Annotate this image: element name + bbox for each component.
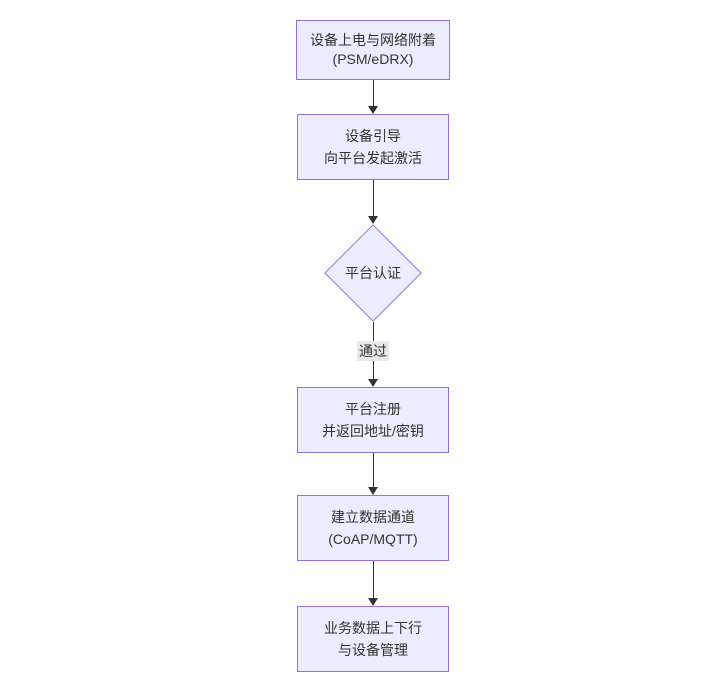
node-label-line: 平台认证	[345, 265, 401, 281]
arrow-head-icon	[368, 598, 378, 606]
arrow-power-to-bootstrap	[353, 80, 393, 114]
node-platform-register: 平台注册 并返回地址/密钥	[297, 387, 449, 453]
node-business-data: 业务数据上下行 与设备管理	[297, 606, 449, 672]
node-label-line: (PSM/eDRX)	[332, 51, 414, 67]
node-platform-auth: 平台认证	[323, 224, 423, 322]
node-label-line: 业务数据上下行	[324, 620, 422, 636]
node-data-channel: 建立数据通道 (CoAP/MQTT)	[297, 495, 449, 561]
node-label-line: 并返回地址/密钥	[322, 423, 424, 439]
arrow-head-icon	[368, 379, 378, 387]
node-label-line: 向平台发起激活	[324, 150, 422, 166]
arrow-shaft	[372, 561, 374, 598]
flowchart-column: 设备上电与网络附着 (PSM/eDRX) 设备引导 向平台发起激活 平台认证 通…	[296, 0, 450, 700]
arrow-head-icon	[368, 216, 378, 224]
arrow-auth-to-register: 通过	[353, 322, 393, 387]
node-label-line: 建立数据通道	[331, 509, 415, 525]
arrow-head-icon	[368, 487, 378, 495]
arrow-shaft	[372, 453, 374, 487]
node-device-bootstrap: 设备引导 向平台发起激活	[297, 114, 449, 180]
node-device-power-on: 设备上电与网络附着 (PSM/eDRX)	[296, 20, 450, 80]
arrow-register-to-channel	[353, 453, 393, 495]
arrow-shaft	[372, 80, 374, 106]
arrow-head-icon	[368, 106, 378, 114]
arrow-channel-to-business	[353, 561, 393, 606]
arrow-shaft	[372, 180, 374, 216]
node-label-line: 设备上电与网络附着	[310, 32, 436, 48]
node-label-line: (CoAP/MQTT)	[328, 531, 418, 547]
node-label-line: 设备引导	[345, 128, 401, 144]
node-label-line: 平台注册	[345, 401, 401, 417]
node-label-line: 与设备管理	[338, 642, 408, 658]
arrow-bootstrap-to-auth	[353, 180, 393, 224]
edge-label-pass: 通过	[357, 341, 389, 361]
